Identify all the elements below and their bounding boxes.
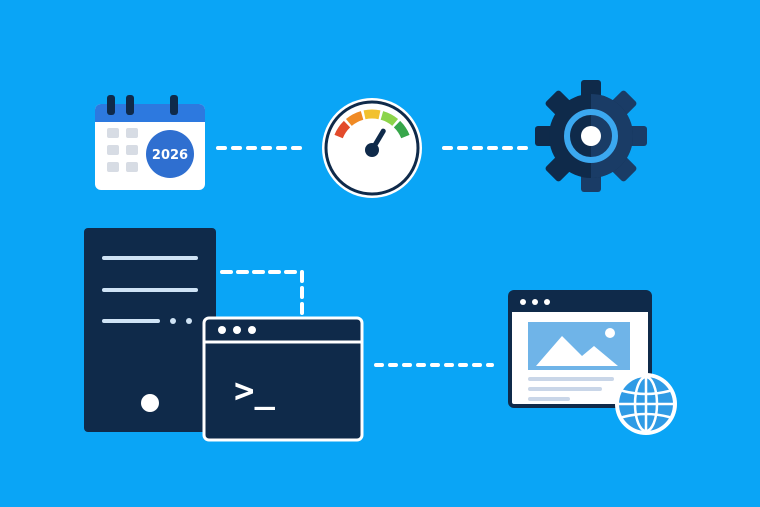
terminal-prompt: >_ [234, 371, 275, 411]
gear-ring [564, 109, 618, 163]
speedometer-icon [322, 98, 422, 198]
calendar-day-cell [126, 145, 138, 155]
webpage-window-icon [508, 290, 652, 408]
server-body [84, 228, 216, 432]
gear-center [581, 126, 601, 146]
calendar-icon: 2026 [95, 95, 205, 190]
webpage-dot-3 [544, 299, 550, 305]
globe-icon [615, 373, 677, 435]
landscape-image-icon [528, 322, 630, 370]
server-led-1 [170, 318, 176, 324]
calendar-ring-middle [126, 95, 134, 115]
terminal-dot-2 [233, 326, 241, 334]
gauge-segment-2 [345, 111, 364, 127]
calendar-year: 2026 [152, 148, 188, 163]
terminal-dot-3 [248, 326, 256, 334]
calendar-day-cell [126, 128, 138, 138]
gear-icon [535, 80, 647, 192]
webpage-text-line-3 [528, 397, 570, 401]
calendar-day-cell [107, 128, 119, 138]
calendar-day-cell [126, 162, 138, 172]
image-sun [605, 328, 615, 338]
terminal-dot-1 [218, 326, 226, 334]
webpage-dot-1 [520, 299, 526, 305]
speedometer-gauge [334, 109, 410, 139]
calendar-grid [107, 128, 138, 172]
speedometer-needle [365, 128, 386, 157]
webpage-dot-2 [532, 299, 538, 305]
gauge-segment-3 [363, 109, 381, 120]
webpage-text-line-2 [528, 387, 602, 391]
gauge-segment-4 [380, 111, 399, 127]
server-tower-icon [84, 228, 216, 432]
server-power-button [141, 394, 159, 412]
terminal-window-icon: >_ [202, 316, 364, 442]
gauge-segment-5 [393, 120, 410, 139]
server-slot-1 [102, 256, 198, 260]
speedometer-rim [324, 100, 420, 196]
calendar-day-cell [107, 162, 119, 172]
terminal-frame [202, 316, 364, 442]
webpage-text-line-1 [528, 377, 614, 381]
speedometer-hub [365, 143, 379, 157]
calendar-year-badge [146, 130, 194, 178]
calendar-day-cell [107, 145, 119, 155]
connectors [216, 146, 530, 367]
server-slot-2 [102, 288, 198, 292]
calendar-ring-left [107, 95, 115, 115]
globe-lines [617, 375, 675, 433]
image-mountains [536, 336, 618, 366]
gauge-segment-1 [334, 120, 351, 139]
webpage-titlebar [510, 292, 650, 312]
calendar-ring-right [170, 95, 178, 115]
connector-server-terminal [220, 270, 304, 322]
server-led-2 [186, 318, 192, 324]
server-slot-3 [102, 319, 160, 323]
